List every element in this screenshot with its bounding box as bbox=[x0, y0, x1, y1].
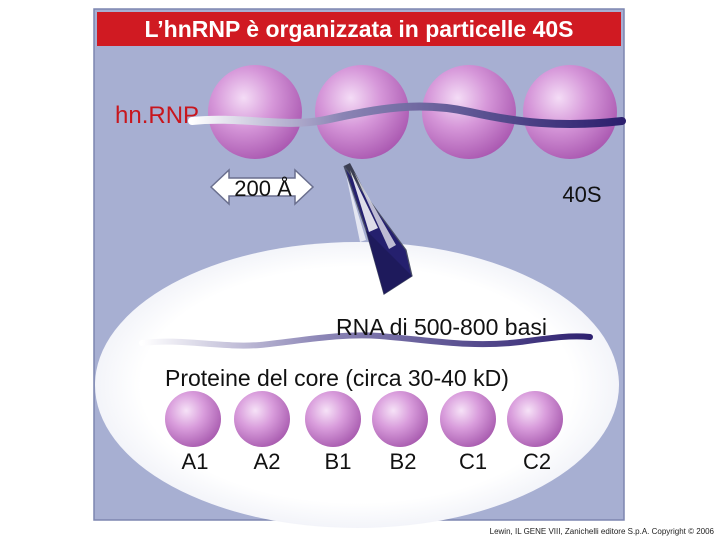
proteins-heading: Proteine del core (circa 30-40 kD) bbox=[165, 365, 509, 391]
rna-label: RNA di 500-800 basi bbox=[336, 314, 547, 340]
particle-row bbox=[208, 65, 617, 159]
copyright-credit: Lewin, IL GENE VIII, Zanichelli editore … bbox=[489, 527, 714, 536]
protein-sphere bbox=[234, 391, 290, 447]
distance-label: 200 Å bbox=[234, 176, 292, 201]
protein-label: A2 bbox=[254, 449, 281, 474]
protein-label: A1 bbox=[182, 449, 209, 474]
particle-size-label: 40S bbox=[562, 182, 601, 207]
rna-strand-detail bbox=[139, 332, 593, 349]
particle-sphere bbox=[523, 65, 617, 159]
protein-spheres bbox=[165, 391, 563, 447]
distance-arrow bbox=[209, 168, 315, 206]
protein-label: B2 bbox=[390, 449, 417, 474]
protein-sphere bbox=[507, 391, 563, 447]
protein-sphere bbox=[165, 391, 221, 447]
particle-sphere bbox=[208, 65, 302, 159]
protein-label: C2 bbox=[523, 449, 551, 474]
protein-labels: A1 A2 B1 B2 C1 C2 bbox=[182, 449, 552, 474]
zoom-arrow bbox=[343, 163, 413, 295]
protein-sphere bbox=[440, 391, 496, 447]
protein-label: C1 bbox=[459, 449, 487, 474]
rna-strand-top bbox=[188, 102, 626, 129]
detail-oval bbox=[95, 242, 619, 528]
protein-sphere bbox=[305, 391, 361, 447]
page-title: L’hnRNP è organizzata in particelle 40S bbox=[144, 16, 573, 42]
hnrnp-label: hn.RNP bbox=[115, 102, 199, 129]
protein-label: B1 bbox=[325, 449, 352, 474]
protein-sphere bbox=[372, 391, 428, 447]
title-bar bbox=[97, 12, 621, 46]
